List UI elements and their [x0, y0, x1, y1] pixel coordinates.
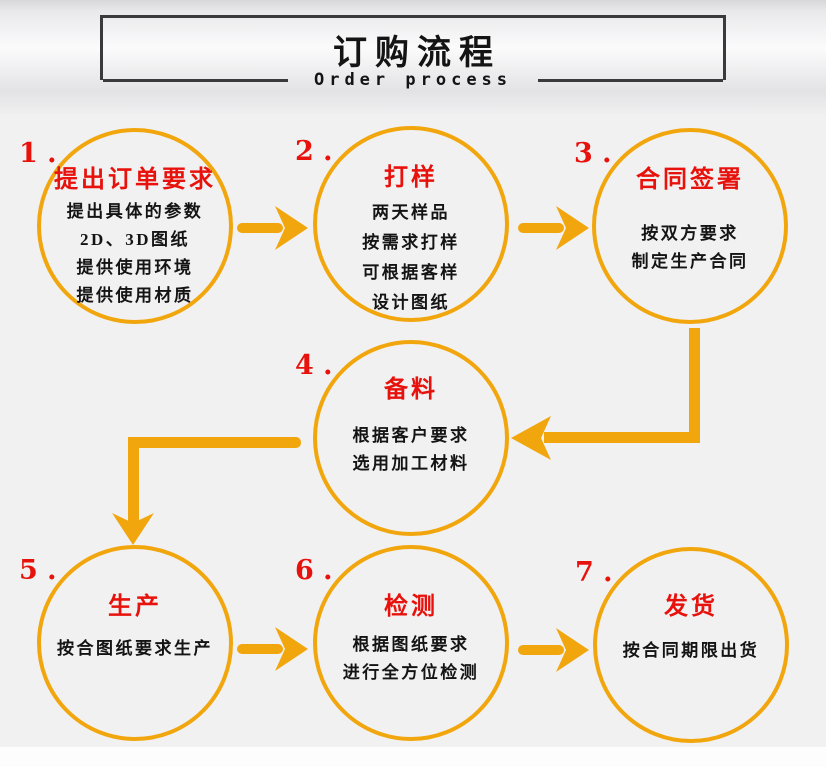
step-detail-line: 按双方要求	[641, 224, 739, 243]
arrow-step6-to-step7-icon	[518, 628, 589, 672]
step-2-number: 2 .	[295, 136, 333, 167]
step-2-title: 打样	[384, 165, 438, 191]
step-5-circle: 生产 按合图纸要求生产	[37, 545, 233, 741]
page-title: 订购流程	[333, 33, 501, 73]
step-4: 4 . 备料 根据客户要求 选用加工材料	[295, 340, 509, 536]
arrow-step5-to-step6-icon	[237, 627, 308, 671]
step-4-details: 根据客户要求 选用加工材料	[353, 422, 470, 478]
step-detail-line: 2D、3D图纸	[79, 230, 191, 249]
step-detail-line: 可根据客样	[362, 263, 460, 282]
page-subtitle: Order process	[313, 70, 513, 90]
step-2-circle: 打样 两天样品 按需求打样 可根据客样 设计图纸	[313, 126, 509, 322]
step-5-number: 5 .	[19, 555, 57, 586]
step-detail-line: 提出具体的参数	[66, 202, 204, 221]
step-detail-line: 选用加工材料	[352, 454, 470, 473]
step-7-circle: 发货 按合同期限出货	[593, 547, 789, 743]
step-detail-line: 进行全方位检测	[342, 663, 480, 682]
step-detail-line: 根据图纸要求	[352, 635, 470, 654]
step-7-details: 按合同期限出货	[623, 637, 760, 665]
step-detail-line: 制定生产合同	[631, 252, 749, 271]
step-detail-line: 两天样品	[372, 203, 450, 222]
step-7-title: 发货	[664, 594, 718, 620]
subtitle-rule-right	[538, 78, 723, 82]
step-3: 3 . 合同签署 按双方要求 制定生产合同	[574, 128, 788, 324]
step-3-circle: 合同签署 按双方要求 制定生产合同	[592, 128, 788, 324]
subtitle-rule-left	[103, 78, 288, 82]
step-3-number: 3 .	[574, 138, 612, 169]
step-6-number: 6 .	[295, 555, 333, 586]
step-7-number: 7 .	[575, 557, 613, 588]
step-4-circle: 备料 根据客户要求 选用加工材料	[313, 340, 509, 536]
arrow-step1-to-step2-icon	[237, 206, 308, 250]
step-detail-line: 按合图纸要求生产	[57, 639, 213, 658]
step-detail-line: 按合同期限出货	[622, 641, 760, 660]
step-5: 5 . 生产 按合图纸要求生产	[19, 545, 233, 741]
arrow-step2-to-step3-icon	[518, 206, 589, 250]
step-6-details: 根据图纸要求 进行全方位检测	[343, 631, 480, 687]
step-6-circle: 检测 根据图纸要求 进行全方位检测	[313, 545, 509, 741]
step-1-details: 提出具体的参数 2D、3D图纸 提供使用环境 提供使用材质	[67, 198, 204, 310]
step-4-title: 备料	[384, 377, 438, 403]
step-1-title: 提出订单要求	[54, 167, 216, 193]
step-3-details: 按双方要求 制定生产合同	[632, 220, 749, 276]
step-1: 1 . 提出订单要求 提出具体的参数 2D、3D图纸 提供使用环境 提供使用材质	[19, 128, 233, 324]
title-box: 订购流程 Order process	[100, 15, 726, 90]
step-1-circle: 提出订单要求 提出具体的参数 2D、3D图纸 提供使用环境 提供使用材质	[37, 128, 233, 324]
step-7: 7 . 发货 按合同期限出货	[575, 547, 789, 743]
step-detail-line: 提供使用环境	[76, 258, 194, 277]
step-2-details: 两天样品 按需求打样 可根据客样 设计图纸	[362, 198, 460, 318]
step-detail-line: 按需求打样	[362, 233, 460, 252]
subtitle-row: Order process	[103, 69, 723, 91]
step-3-title: 合同签署	[636, 167, 744, 193]
bottom-white-strip	[0, 747, 826, 767]
arrow-step3-to-step4-icon	[511, 328, 700, 460]
step-1-number: 1 .	[19, 138, 57, 169]
step-5-details: 按合图纸要求生产	[57, 635, 213, 663]
step-4-number: 4 .	[295, 350, 333, 381]
header-gradient-band	[0, 0, 826, 114]
step-detail-line: 设计图纸	[372, 293, 450, 312]
step-detail-line: 根据客户要求	[352, 426, 470, 445]
step-5-title: 生产	[108, 594, 162, 620]
step-2: 2 . 打样 两天样品 按需求打样 可根据客样 设计图纸	[295, 126, 509, 322]
arrow-step4-to-step5-icon	[112, 437, 301, 545]
step-6: 6 . 检测 根据图纸要求 进行全方位检测	[295, 545, 509, 741]
step-detail-line: 提供使用材质	[76, 286, 194, 305]
step-6-title: 检测	[384, 594, 438, 620]
